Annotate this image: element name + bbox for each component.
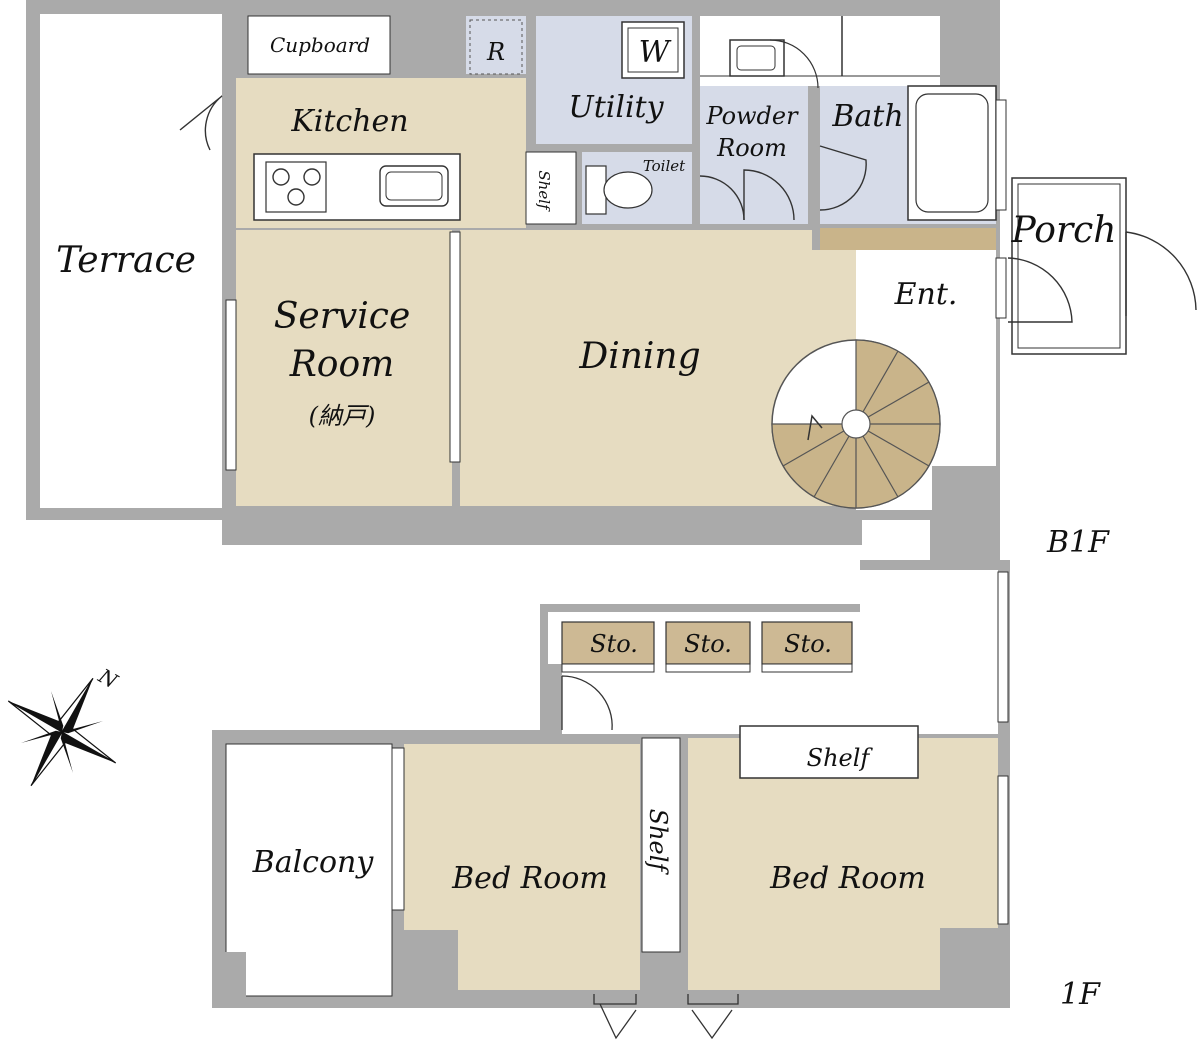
terrace-label: Terrace	[56, 240, 196, 281]
bath-label: Bath	[831, 99, 903, 134]
spiral-staircase	[771, 339, 941, 509]
bed-room-1-area	[404, 744, 640, 990]
washer-box	[621, 21, 685, 79]
storage-2-area	[665, 621, 751, 665]
refrigerator-area	[466, 16, 526, 74]
burner-3	[287, 188, 305, 206]
entrance-step	[820, 228, 996, 250]
bed-room-2-window	[997, 775, 1009, 925]
porch-label: Porch	[1011, 210, 1117, 251]
hallway-window	[997, 571, 1009, 723]
service-room-area	[236, 230, 452, 506]
bathtub-inner	[915, 93, 989, 213]
washer-label: W	[639, 35, 672, 70]
service-room-label-line3: (納戸)	[309, 402, 376, 430]
entrance-hall-east	[932, 340, 996, 466]
cupboard-area	[247, 15, 391, 75]
entrance-door[interactable]	[1007, 257, 1073, 323]
dining-label: Dining	[578, 336, 700, 377]
service-room-label-line1: Service	[274, 296, 411, 337]
terrace-area	[40, 14, 222, 508]
porch-area	[1011, 177, 1127, 355]
compass-rose-icon	[7, 677, 117, 787]
balcony-window	[391, 747, 405, 911]
service-window-inner	[449, 231, 461, 463]
stair-treads	[771, 339, 941, 509]
entrance-label: Ent.	[894, 277, 958, 312]
compass-north-label: N	[94, 663, 123, 694]
balcony-area	[225, 743, 393, 997]
service-window	[225, 299, 237, 471]
burner-1	[272, 168, 290, 186]
storage-2-label: Sto.	[684, 630, 732, 658]
shelf-small-label: Shelf	[535, 170, 553, 212]
bed-room-1-door[interactable]	[593, 994, 637, 1040]
utility-label: Utility	[568, 90, 664, 125]
storage-3-label: Sto.	[784, 630, 832, 658]
b1f-label: B1F	[1046, 525, 1110, 560]
bathtub	[907, 85, 997, 221]
refrigerator-outline	[469, 19, 523, 75]
basin-door[interactable]	[769, 39, 819, 89]
stair-newel	[841, 409, 871, 439]
service-room-label-line2: Room	[289, 344, 395, 385]
storage-1-area	[561, 621, 655, 665]
f1-corridor	[562, 664, 998, 734]
wash-basin-bowl	[736, 45, 776, 71]
kitchen-sink-bowl	[385, 171, 443, 201]
bed-room-2-door[interactable]	[687, 994, 739, 1040]
kitchen-door[interactable]	[179, 95, 223, 151]
balcony-label: Balcony	[252, 845, 375, 880]
shelf-vertical-label: Shelf	[644, 809, 672, 876]
burner-2	[303, 168, 321, 186]
powder-room-label-line1: Powder	[705, 102, 799, 130]
toilet-door[interactable]	[699, 175, 745, 221]
toilet-label: Toilet	[643, 157, 686, 175]
toilet-bowl	[603, 171, 653, 209]
kitchen-label: Kitchen	[290, 104, 408, 139]
powder-room-door[interactable]	[743, 169, 795, 221]
1f-label: 1F	[1060, 977, 1101, 1012]
porch-outer-door[interactable]	[1125, 231, 1197, 316]
hallway-door[interactable]	[561, 675, 613, 731]
bed-room-1-label: Bed Room	[451, 861, 608, 896]
balcony-corner-wall	[212, 952, 246, 1008]
dining-area	[460, 230, 856, 506]
shelf-small-area	[525, 151, 577, 225]
bath-window	[995, 99, 1007, 211]
storage-3-door[interactable]	[761, 663, 853, 673]
shelf-top-label: Shelf	[807, 744, 874, 772]
bath-door[interactable]	[819, 145, 867, 211]
bed-room-2-label: Bed Room	[769, 861, 926, 896]
storage-2-door[interactable]	[665, 663, 751, 673]
toilet-tank	[585, 165, 607, 215]
storage-1-door[interactable]	[561, 663, 655, 673]
cupboard-label: Cupboard	[270, 33, 370, 57]
b1f-east-wall	[930, 460, 1000, 560]
stair-arrow	[807, 414, 823, 441]
storage-3-area	[761, 621, 853, 665]
f1-floor	[212, 560, 1010, 1040]
entrance-area	[856, 250, 996, 340]
powder-room-label-line2: Room	[716, 134, 787, 162]
washer-inner	[627, 27, 679, 73]
refrigerator-label: R	[486, 38, 505, 66]
storage-1-label: Sto.	[590, 630, 638, 658]
shelf-vertical-area	[641, 737, 681, 953]
b1f-floor	[26, 0, 1197, 560]
bed-room-2-area	[688, 738, 998, 990]
porch-inner	[1017, 183, 1121, 349]
shelf-top-area	[739, 725, 919, 779]
wash-basin	[729, 39, 785, 77]
kitchen-sink	[379, 165, 449, 207]
dining-south-wall	[222, 505, 862, 545]
entrance-window	[995, 257, 1007, 319]
